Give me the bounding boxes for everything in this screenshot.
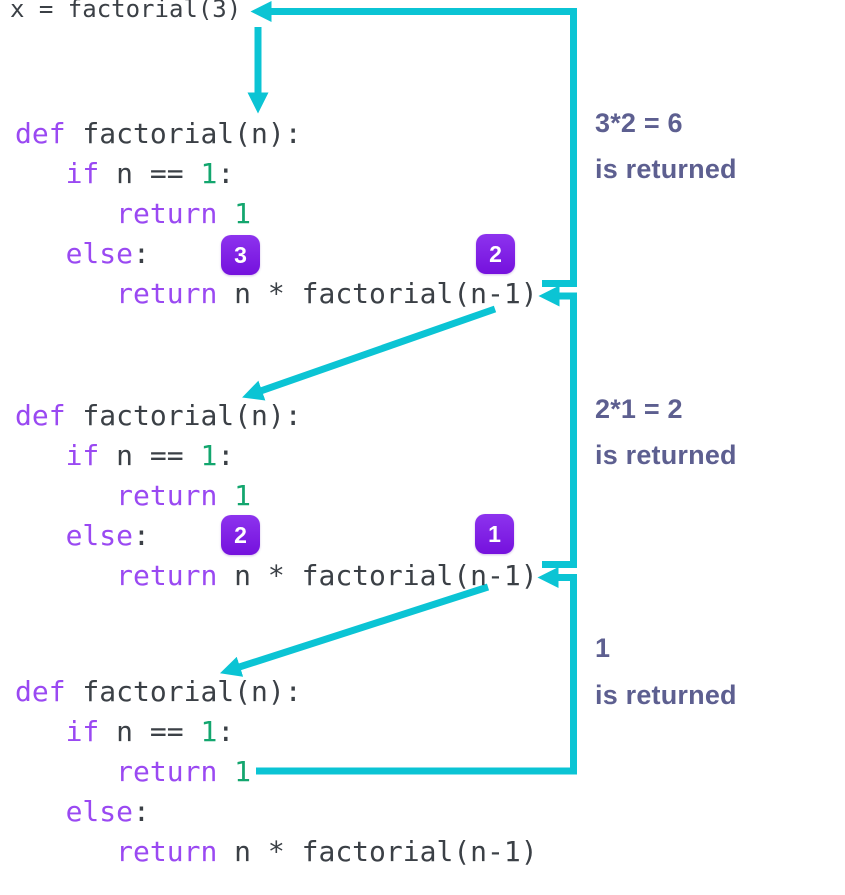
code-line: return n * factorial(n-1) (116, 277, 538, 310)
code-line: else: (65, 519, 150, 552)
return-arrow-block2-to-block1 (538, 285, 577, 568)
code-line: if n == 1: (65, 715, 235, 748)
code-line: if n == 1: (65, 439, 235, 472)
recursion-value-badge-n2: 2 (221, 515, 260, 555)
annotation-caption-3: is returned (595, 680, 737, 710)
code-line: x = factorial(3) (10, 0, 242, 23)
code-block-2: def factorial(n): if n == 1: return 1 el… (15, 396, 538, 596)
annotation-result-2: 2*1 = 2 (595, 394, 683, 424)
code-line: return 1 (116, 479, 252, 512)
call-arrow-block1-to-block2 (242, 305, 497, 401)
annotation-result-1: 3*2 = 6 (595, 108, 683, 138)
annotation-caption-1: is returned (595, 154, 737, 184)
code-line: return 1 (116, 755, 252, 788)
code-line: return n * factorial(n-1) (116, 835, 538, 868)
code-block-1: def factorial(n): if n == 1: return 1 el… (15, 114, 538, 314)
code-line: return 1 (116, 197, 252, 230)
recursion-value-badge-n3: 3 (221, 235, 260, 275)
recursion-value-badge-arg1: 1 (475, 514, 514, 554)
annotation-caption-2: is returned (595, 440, 737, 470)
code-block-3: def factorial(n): if n == 1: return 1 el… (15, 672, 538, 872)
call-arrow-block2-to-block3 (220, 583, 490, 677)
code-line: else: (65, 795, 150, 828)
code-call-line: x = factorial(3) (10, 0, 241, 25)
code-line: def factorial(n): (15, 399, 302, 432)
recursion-value-badge-arg2: 2 (476, 234, 515, 274)
code-line: def factorial(n): (15, 675, 302, 708)
code-line: def factorial(n): (15, 117, 302, 150)
code-line: return n * factorial(n-1) (116, 559, 538, 592)
code-line: if n == 1: (65, 157, 235, 190)
annotation-result-3: 1 (595, 633, 611, 663)
code-line: else: (65, 237, 150, 270)
